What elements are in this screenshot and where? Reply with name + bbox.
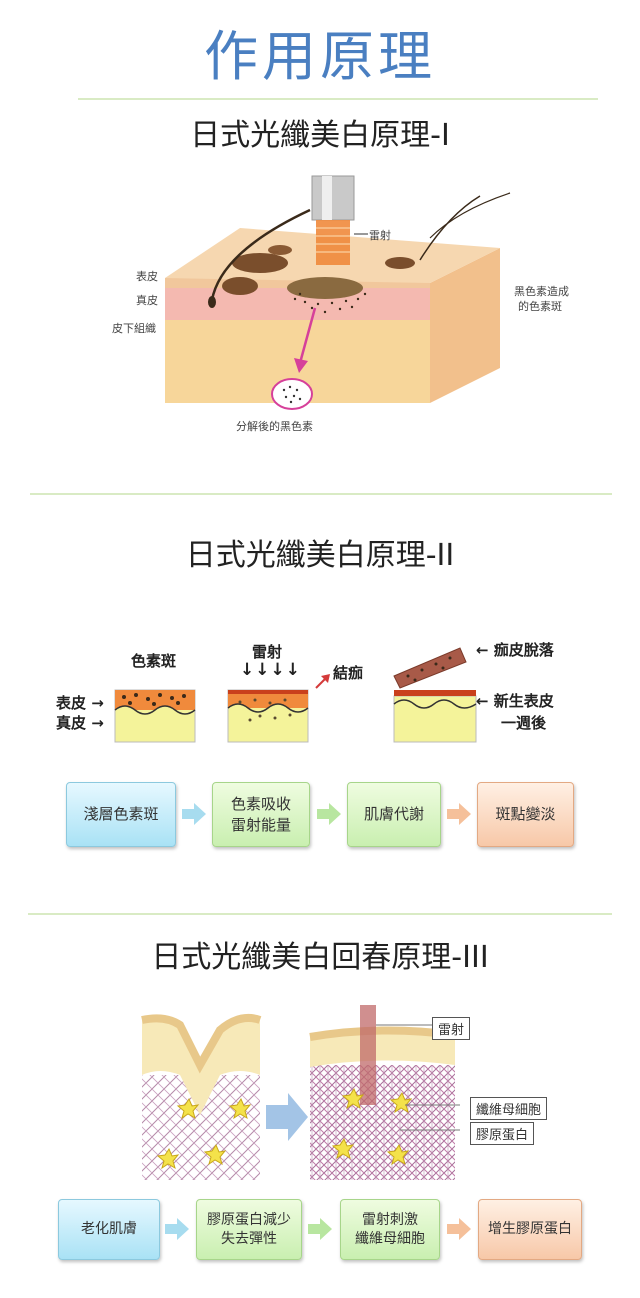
section3-title: 日式光纖美白回春原理-III [151,940,489,975]
label-new-epidermis: ← 新生表皮 [476,692,554,710]
flow2-arrow-3 [447,803,471,825]
label-fibroblast: 纖維母細胞 [470,1097,548,1120]
section1-divider [30,493,612,495]
flow3-arrow-2 [308,1218,332,1240]
section2-stage-diagram [114,647,477,743]
section3-collagen-diagram [141,1005,460,1180]
stage2-panel [227,674,330,743]
label-dermis-1: 真皮 [136,294,158,307]
hair [429,192,511,239]
pigment-spot [232,253,288,273]
laser-beam [316,220,350,265]
decompose-arrow [298,307,317,364]
stage1-panel [114,689,196,743]
aged-skin [141,1014,262,1180]
label-laser-2: 雷射 [252,643,283,661]
flow3-arrow-3 [447,1218,471,1240]
section2-title: 日式光纖美白原理-II [185,538,455,573]
flow3-step-3: 雷射刺激 纖維母細胞 [340,1199,440,1260]
decompose-arrowhead [294,358,308,373]
flow2-arrow-1 [182,803,206,825]
label-epidermis-1: 表皮 [136,270,158,283]
label-laser-3: 雷射 [432,1017,471,1040]
label-scab: 結痂 [333,664,364,682]
label-scab-shed: ← 痂皮脫落 [476,641,554,659]
pigment-spot-target [287,277,363,299]
label-dermis-2: 真皮 → [56,714,104,732]
flow3-step-2: 膠原蛋白減少 失去彈性 [196,1199,302,1260]
flow3-step-4: 增生膠原蛋白 [478,1199,582,1260]
flow2-step-3: 肌膚代謝 [347,782,441,847]
flow2-step-1: 淺層色素斑 [66,782,176,847]
section1-title: 日式光纖美白原理-I [190,118,450,153]
hair [419,195,481,261]
section2-divider [28,913,612,915]
flow3-arrow-1 [165,1218,189,1240]
skin-block-side [430,248,500,403]
label-laser-1: 雷射 [369,229,391,242]
label-one-week: 一週後 [501,714,547,732]
title-divider [78,98,598,100]
main-title: 作用原理 [204,25,436,88]
stage3-panel [393,647,477,743]
laser-head [311,175,355,221]
label-epidermis-2: 表皮 → [56,694,104,712]
label-pigment-spot-1: 黑色素造成 [514,285,569,298]
transition-arrow [266,1093,308,1141]
flow2-step-4: 斑點變淡 [477,782,574,847]
label-laser-arrows: ↓↓↓↓ [240,660,301,680]
pigment-spot [385,257,415,269]
pigment-spot [222,277,258,295]
label-decomposed: 分解後的黑色素 [236,420,313,433]
hair-root [208,296,216,308]
label-collagen: 膠原蛋白 [470,1122,535,1145]
flow3-step-1: 老化肌膚 [58,1199,160,1260]
hair [210,208,311,301]
pigment-spot [268,245,292,255]
dispersed-melanin [293,292,367,314]
section1-skin-diagram [165,175,511,410]
flow2-arrow-2 [317,803,341,825]
label-pigment-spot-2: 的色素斑 [518,300,562,313]
label-subcutis: 皮下組織 [112,322,156,335]
label-pigment-spot: 色素斑 [131,652,177,670]
flow2-step-2: 色素吸收 雷射能量 [212,782,310,847]
decomposed-melanin-circle [271,378,313,410]
